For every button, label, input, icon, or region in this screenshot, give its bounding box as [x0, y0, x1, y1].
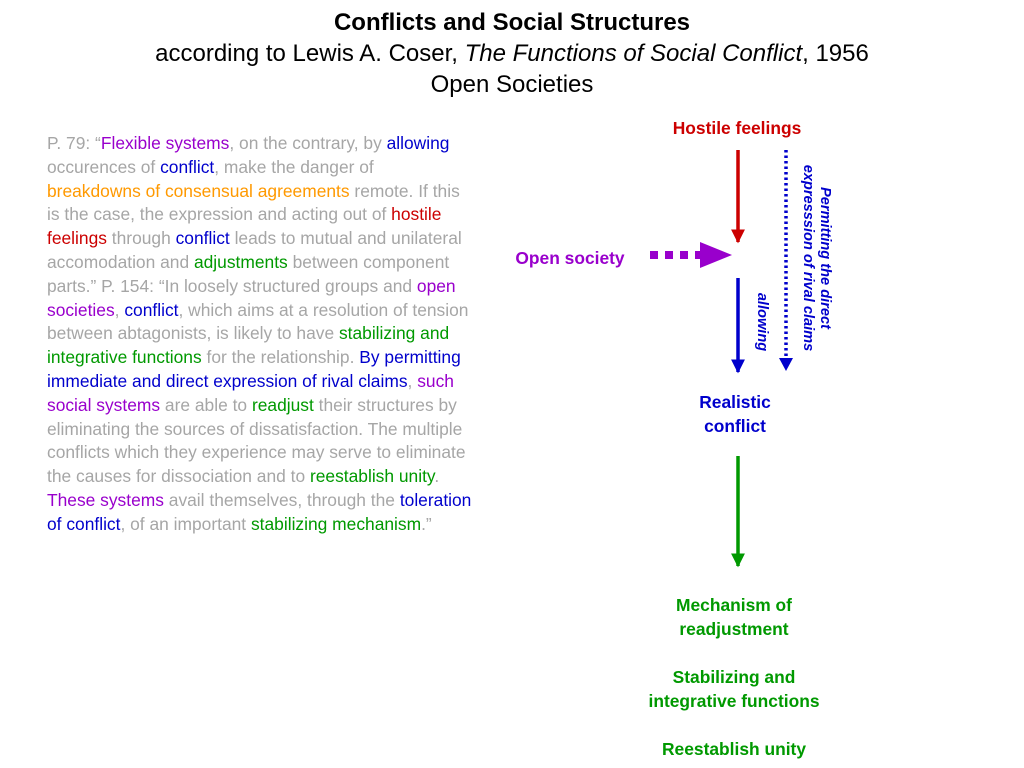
quote-segment: , which aims at a resolution of tension …: [47, 299, 469, 344]
outcome-reestablish-unity: Reestablish unity: [614, 737, 854, 761]
node-hostile-feelings: Hostile feelings: [672, 118, 802, 138]
quote-segment: conflict: [160, 156, 215, 177]
quote-segment: .”: [421, 513, 432, 534]
quote-segment: breakdowns of consensual agreements: [47, 180, 350, 201]
node-realistic-conflict: Realistic conflict: [660, 390, 810, 438]
subtitle-book-title: The Functions of Social Conflict: [464, 40, 803, 67]
quote-segment: adjustments: [193, 251, 288, 272]
label-permitting-direct-expression: Permitting the direct expresssion of riv…: [797, 163, 833, 353]
quote-segment: By permitting immediate and direct expre…: [47, 347, 461, 391]
label-allowing: allowing: [754, 292, 770, 352]
quote-segment: reestablish unity: [309, 466, 435, 487]
quote-segment: conflict: [124, 299, 179, 320]
subtitle-suffix: , 1956: [802, 40, 869, 67]
quote-segment: such social systems: [47, 370, 454, 415]
quote-segment: leads to mutual and unilateral accomodat…: [47, 228, 462, 272]
quote-segment: ,: [114, 299, 125, 320]
permitting-line2: expresssion of rival claims: [800, 164, 816, 352]
outcome-line: Mechanism of: [676, 595, 792, 615]
quote-segment: occurences of: [47, 156, 161, 177]
title-block: Conflicts and Social Structures accordin…: [0, 8, 1024, 100]
quote-segment: stabilizing and integrative functions: [47, 323, 450, 368]
outcome-mechanism-of-readjustment: Mechanism of readjustment: [614, 593, 854, 641]
slide-subtitle: according to Lewis A. Coser, The Functio…: [0, 38, 1024, 69]
coser-quote-text: P. 79: “Flexible systems, on the contrar…: [47, 132, 472, 537]
quote-segment: for the relationship.: [201, 347, 360, 368]
quote-segment: P. 79: “: [47, 133, 101, 153]
quote-segment: are able to: [160, 394, 252, 415]
outcome-line: integrative functions: [648, 691, 820, 711]
quote-segment: allowing: [386, 133, 450, 153]
quote-segment: remote. If this is the case, the express…: [47, 180, 460, 225]
node-open-society: Open society: [515, 248, 625, 268]
quote-segment: These systems: [47, 489, 164, 510]
quote-segment: stabilizing mechanism: [250, 513, 422, 534]
outcome-stabilizing-integrative: Stabilizing and integrative functions: [614, 665, 854, 713]
quote-segment: hostile feelings: [47, 204, 442, 249]
permitting-line1: Permitting the direct: [817, 187, 833, 329]
quote-segment: , of an important: [120, 513, 251, 534]
outcome-line: Stabilizing and: [672, 667, 796, 687]
quote-segment: Flexible systems: [100, 133, 230, 153]
outcome-line: Reestablish unity: [662, 739, 806, 759]
quote-segment: .: [434, 466, 440, 487]
quote-segment: their structures by eliminating the sour…: [47, 394, 466, 487]
slide-subtitle-topic: Open Societies: [430, 71, 594, 98]
quote-segment: avail themselves, through the: [163, 489, 400, 510]
quote-segment: conflict: [175, 228, 230, 249]
subtitle-prefix: according to Lewis A. Coser,: [155, 40, 465, 67]
quote-segment: readjust: [251, 394, 314, 415]
quote-segment: , make the danger of: [214, 156, 374, 177]
quote-segment: through: [106, 228, 176, 249]
outcomes-list: Mechanism of readjustment Stabilizing an…: [614, 593, 854, 761]
quote-segment: toleration of conflict: [47, 489, 472, 534]
realistic-line1: Realistic: [699, 392, 771, 412]
quote-segment: between component parts.” P. 154: “In lo…: [47, 251, 450, 296]
arrow-permitting-head: [779, 358, 793, 371]
arrow-open-society-head: [700, 242, 732, 268]
quote-segment: open societies: [47, 275, 456, 320]
quote-segment: , on the contrary, by: [229, 133, 387, 153]
quote-segment: ,: [407, 370, 418, 391]
outcome-line: readjustment: [679, 619, 789, 639]
slide-title: Conflicts and Social Structures: [333, 9, 691, 36]
realistic-line2: conflict: [704, 416, 766, 436]
